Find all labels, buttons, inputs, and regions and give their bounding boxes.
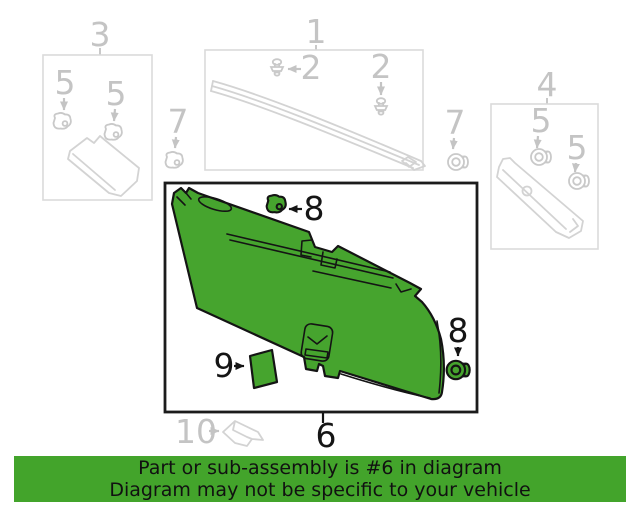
panel-crease-lines: [226, 233, 394, 289]
callout-2b-label: 2: [371, 47, 392, 86]
callout-7b-arrow: [449, 137, 458, 150]
parts-diagram: 3 5 5 1 2 2: [42, 12, 599, 455]
callout-7b-label: 7: [445, 103, 466, 142]
callout-2a-label: 2: [301, 48, 322, 87]
callout-7a-label: 7: [168, 102, 189, 141]
panel-corner-creases: [176, 192, 192, 206]
panel-slot-detail: [197, 195, 233, 213]
panel-rim-lines: [340, 320, 442, 399]
callout-5a-label: 5: [55, 63, 76, 102]
lamp-10-group: 10: [175, 412, 264, 451]
banner-line2: Diagram may not be specific to your vehi…: [109, 479, 531, 501]
panel-latch-bar: [304, 348, 329, 359]
callout-8b-label: 8: [448, 311, 469, 350]
clip-5d-icon: [568, 172, 590, 190]
callout-8a-label: 8: [304, 189, 325, 228]
clip-7-right-group: 7: [445, 103, 469, 171]
panel-edge-tick: [395, 283, 412, 293]
assembly-4-trim-piece: [496, 157, 584, 239]
callout-9-label: 9: [214, 346, 235, 385]
callout-7a-arrow: [171, 136, 180, 149]
spoiler-strip-bottom-edge: [210, 90, 414, 169]
panel-cutout-marks: [300, 239, 338, 269]
spoiler-strip-tip: [401, 156, 426, 171]
callout-5c-label: 5: [531, 101, 552, 140]
callout-4-label: 4: [537, 65, 558, 104]
callout-6-group: 6: [316, 413, 337, 455]
callout-5d-arrow: [571, 162, 580, 173]
diagram-note-banner: Part or sub-assembly is #6 in diagram Di…: [14, 456, 626, 502]
spoiler-strip-top-edge: [212, 80, 422, 162]
assembly-1-box: [204, 49, 424, 171]
clip-8a-icon: [265, 193, 287, 214]
panel-latch-cover: [300, 323, 334, 362]
assembly-3-trim-fold: [72, 153, 116, 191]
callout-5c-arrow: [533, 135, 542, 149]
assembly-3-trim-piece: [67, 135, 140, 197]
access-cap-9: [248, 348, 279, 390]
panel-latch-notch: [307, 335, 328, 345]
assembly-4-group: 4 5 5: [490, 65, 599, 250]
clip-8-right-group: 8: [445, 311, 471, 381]
callout-6-label: 6: [316, 416, 337, 455]
callout-5b-label: 5: [106, 74, 127, 113]
assembly-3-group: 3 5 5: [42, 15, 153, 201]
callout-1-label: 1: [306, 12, 327, 51]
assembly-4-trim-hole: [521, 185, 533, 197]
clip-8b-icon: [445, 359, 471, 381]
banner-line1: Part or sub-assembly is #6 in diagram: [138, 457, 502, 479]
clip-5b-icon: [103, 123, 123, 141]
spoiler-strip-inner-line: [211, 85, 420, 166]
clip-7b-icon: [447, 153, 469, 171]
clip-7-left-group: 7: [164, 102, 189, 169]
callout-5d-label: 5: [567, 128, 588, 167]
clip-5a-icon: [52, 112, 72, 130]
license-lamp-10: [222, 420, 264, 447]
callout-3-label: 3: [90, 15, 111, 54]
clip-7a-icon: [164, 151, 184, 169]
main-part-group: 8 9: [163, 181, 479, 414]
callout-5b-arrow: [110, 108, 119, 122]
clip-5c-icon: [530, 148, 552, 166]
assembly-4-trim-fold: [502, 169, 579, 233]
spoiler-strip-left-cap: [210, 80, 214, 92]
assembly-1-group: 1 2 2: [204, 12, 426, 171]
